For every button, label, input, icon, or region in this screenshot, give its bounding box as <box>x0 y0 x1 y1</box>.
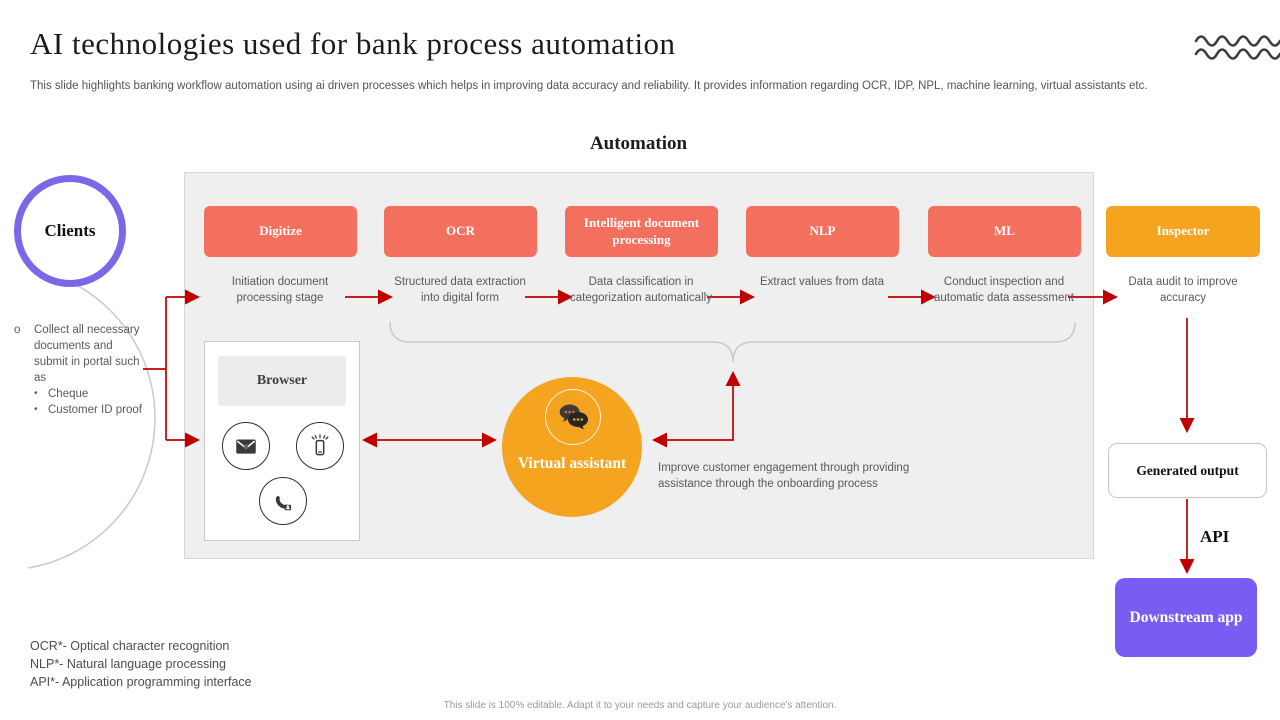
stage-desc-ml: Conduct inspection and automatic data as… <box>934 276 1074 305</box>
footnote-nlp: NLP*- Natural language processing <box>30 656 226 671</box>
downstream-app-box: Downstream app <box>1115 578 1257 657</box>
footnote-ocr: OCR*- Optical character recognition <box>30 639 230 653</box>
stage-desc-digitize: Initiation document processing stage <box>231 276 329 305</box>
call-channel <box>259 477 307 525</box>
chat-bubbles-icon <box>559 404 588 430</box>
mobile-channel <box>296 422 344 470</box>
assistant-icon-ring <box>545 389 601 445</box>
clients-circle: Clients <box>14 175 126 287</box>
generated-output-box: Generated output <box>1108 443 1267 498</box>
envelope-icon <box>236 439 256 454</box>
virtual-assistant-circle: Virtual assistant <box>502 377 642 517</box>
page-title: AI technologies used for bank process au… <box>30 26 676 61</box>
clients-note-text: Collect all necessary documents and subm… <box>34 324 140 385</box>
browser-label: Browser <box>218 356 346 406</box>
browser-box: Browser <box>204 341 360 541</box>
email-channel <box>222 422 270 470</box>
clients-branch-line <box>143 297 167 440</box>
slide-subtitle: This slide highlights banking workflow a… <box>30 80 1148 92</box>
stage-ocr: OCR <box>384 206 537 257</box>
phone-handset-icon <box>275 496 292 511</box>
dot-bullet: • <box>34 404 38 416</box>
virtual-assistant-label: Virtual assistant <box>517 455 627 472</box>
virtual-assistant-note: Improve customer engagement through prov… <box>658 462 910 491</box>
stage-ml: ML <box>928 206 1081 257</box>
stage-idp: Intelligent document processing <box>565 206 718 257</box>
clients-note: o Collect all necessary documents and su… <box>14 322 144 419</box>
automation-heading: Automation <box>589 133 688 154</box>
dot-bullet: • <box>34 388 38 400</box>
api-label: API <box>1200 527 1230 546</box>
stage-desc-idp: Data classification in categorization au… <box>570 276 712 305</box>
clients-bullet-1: Cheque <box>48 388 89 401</box>
stage-inspector: Inspector <box>1106 206 1260 257</box>
footnote-api: API*- Application programming interface <box>30 674 252 689</box>
clients-bullet-2: Customer ID proof <box>48 404 142 417</box>
clients-label: Clients <box>44 221 96 240</box>
stage-desc-ocr: Structured data extraction into digital … <box>394 276 526 305</box>
stage-desc-inspector: Data audit to improve accuracy <box>1128 276 1238 305</box>
decorative-waves-logo <box>1194 35 1280 60</box>
stage-desc-nlp: Extract values from data <box>760 276 884 288</box>
editable-note: This slide is 100% editable. Adapt it to… <box>443 700 837 711</box>
circle-bullet: o <box>14 324 21 336</box>
stage-digitize: Digitize <box>204 206 357 257</box>
mobile-phone-icon <box>311 434 329 456</box>
stage-nlp: NLP <box>746 206 899 257</box>
footnotes: OCR*- Optical character recognition NLP*… <box>30 638 252 691</box>
